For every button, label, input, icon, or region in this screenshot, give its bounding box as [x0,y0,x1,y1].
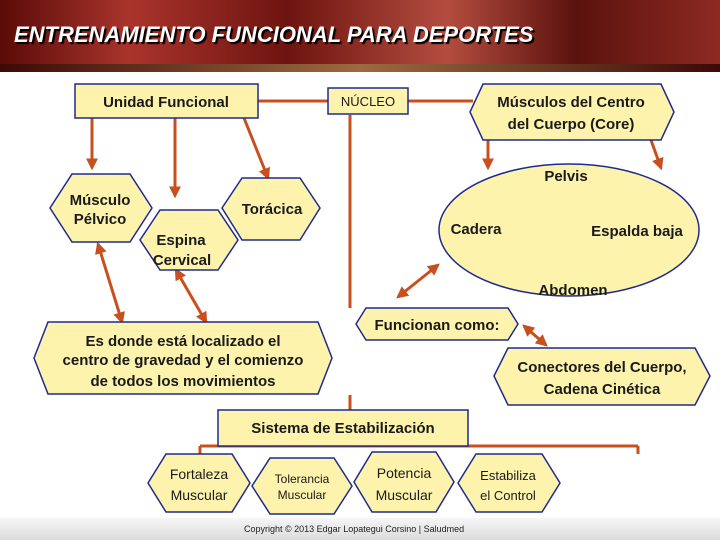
potencia-label-1: Potencia [377,465,432,481]
fortaleza-label-2: Muscular [171,487,228,503]
header-banner: ENTRENAMIENTO FUNCIONAL PARA DEPORTES [0,0,720,72]
footer-bar [0,518,720,540]
potencia-label-2: Muscular [376,487,433,503]
arrow-pelvico-centro [95,241,125,325]
espina-cervical-label-2: Cervical [153,252,211,269]
abdomen-label: Abdomen [538,282,607,299]
copyright-text: Copyright © 2013 Edgar Lopategui Corsino… [244,524,465,534]
funcionan-como-label: Funcionan como: [375,317,500,334]
centro-gravedad-label-1: Es donde está localizado el [85,333,280,350]
centro-gravedad-hexagon [33,321,333,395]
core-muscles-hexagon [469,83,675,141]
conectores-label-1: Conectores del Cuerpo, [517,359,686,376]
arrow-pelvis-funcionan [396,263,440,299]
pelvis-ellipse [438,163,700,297]
cadera-label: Cadera [451,221,503,238]
funcionan-como-hexagon [355,307,519,341]
toracica-hexagon [221,177,321,241]
nucleo-box [327,87,409,115]
espina-cervical-hexagon [139,209,239,271]
tolerancia-hexagon [251,457,353,515]
nucleo-label: NÚCLEO [341,94,395,109]
toracica-label: Torácica [242,201,303,218]
pelvis-label: Pelvis [544,168,587,185]
estabiliza-hexagon [457,453,561,513]
musculo-pelvico-hexagon [49,173,153,243]
estabiliza-label-1: Estabiliza [480,468,536,483]
unidad-funcional-box [74,83,259,119]
centro-gravedad-label-3: de todos los movimientos [90,373,275,390]
tolerancia-label-1: Tolerancia [275,472,330,486]
musculo-pelvico-label-2: Pélvico [74,211,127,228]
espina-cervical-label-1: Espina [156,232,206,249]
arrow-to-toracica [242,117,271,181]
sistema-estabilizacion-label: Sistema de Estabilización [251,420,434,437]
arrow-funcionan-conectores [522,324,548,347]
musculo-pelvico-label-1: Músculo [70,192,131,209]
fortaleza-label-1: Fortaleza [170,466,229,482]
sistema-estabilizacion-box [217,409,469,447]
slide-title: ENTRENAMIENTO FUNCIONAL PARA DEPORTES [14,22,534,47]
centro-gravedad-label-2: centro de gravedad y el comienzo [63,352,304,369]
espalda-baja-label: Espalda baja [591,223,683,240]
core-muscles-label-1: Músculos del Centro [497,94,645,111]
conectores-label-2: Cadena Cinética [544,381,661,398]
conectores-hexagon [493,347,711,406]
tolerancia-label-2: Muscular [278,488,327,502]
arrow-cervical-centro [174,267,208,325]
unidad-funcional-label: Unidad Funcional [103,94,229,111]
header-strip [0,64,720,72]
potencia-hexagon [353,451,455,513]
arrow-core-to-espalda [649,139,664,171]
fortaleza-hexagon [147,453,251,513]
core-muscles-label-2: del Cuerpo (Core) [508,116,635,133]
estabiliza-label-2: el Control [480,488,536,503]
